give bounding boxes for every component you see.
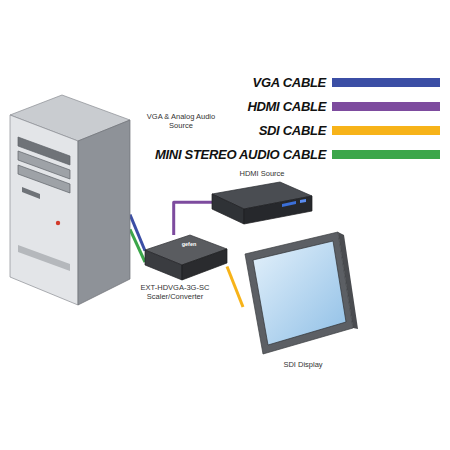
device-label: HDMI Source	[222, 169, 302, 178]
legend-label: VGA CABLE	[253, 75, 326, 90]
legend-row: HDMI CABLE	[155, 94, 440, 118]
legend-swatch	[332, 150, 440, 159]
device-label: SDI Display	[263, 360, 343, 369]
brand-logo: gefen	[177, 241, 201, 248]
device-face	[244, 196, 312, 224]
device-face	[212, 194, 244, 224]
hdmi-source-box: HDMI Source	[212, 182, 312, 227]
audio-cable	[130, 229, 145, 262]
legend-swatch	[332, 102, 440, 111]
hdmi-source-box-drawing	[212, 182, 312, 227]
device-face	[78, 120, 130, 305]
device-face	[18, 245, 70, 271]
sdi-display: SDI Display	[243, 232, 358, 357]
legend-swatch	[332, 126, 440, 135]
sdi-cable	[227, 267, 243, 308]
scaler-converter-box: gefenEXT-HDVGA-3G-SC Scaler/Converter	[145, 235, 227, 280]
device-face	[245, 232, 353, 354]
device-face	[145, 250, 182, 280]
device-face	[253, 241, 346, 345]
legend-swatch	[332, 78, 440, 87]
hdmi-cable	[174, 202, 212, 235]
legend-row: MINI STEREO AUDIO CABLE	[155, 142, 440, 166]
computer-tower: VGA & Analog Audio Source	[10, 95, 130, 305]
legend-row: VGA CABLE	[155, 70, 440, 94]
sdi-display-drawing	[243, 232, 358, 357]
legend-label: MINI STEREO AUDIO CABLE	[155, 147, 326, 162]
device-face	[10, 115, 78, 305]
power-led	[56, 221, 60, 225]
computer-tower-drawing	[10, 95, 130, 305]
cable-legend: VGA CABLE HDMI CABLE SDI CABLE MINI STEREO …	[155, 70, 440, 166]
device-face	[182, 249, 227, 280]
legend-row: SDI CABLE	[155, 118, 440, 142]
device-label: VGA & Analog Audio Source	[140, 112, 222, 130]
legend-label: HDMI CABLE	[247, 99, 326, 114]
device-label: EXT-HDVGA-3G-SC Scaler/Converter	[130, 283, 220, 301]
device-face	[22, 187, 40, 199]
device-face	[282, 201, 296, 207]
legend-label: SDI CABLE	[259, 123, 326, 138]
device-face	[300, 199, 306, 203]
